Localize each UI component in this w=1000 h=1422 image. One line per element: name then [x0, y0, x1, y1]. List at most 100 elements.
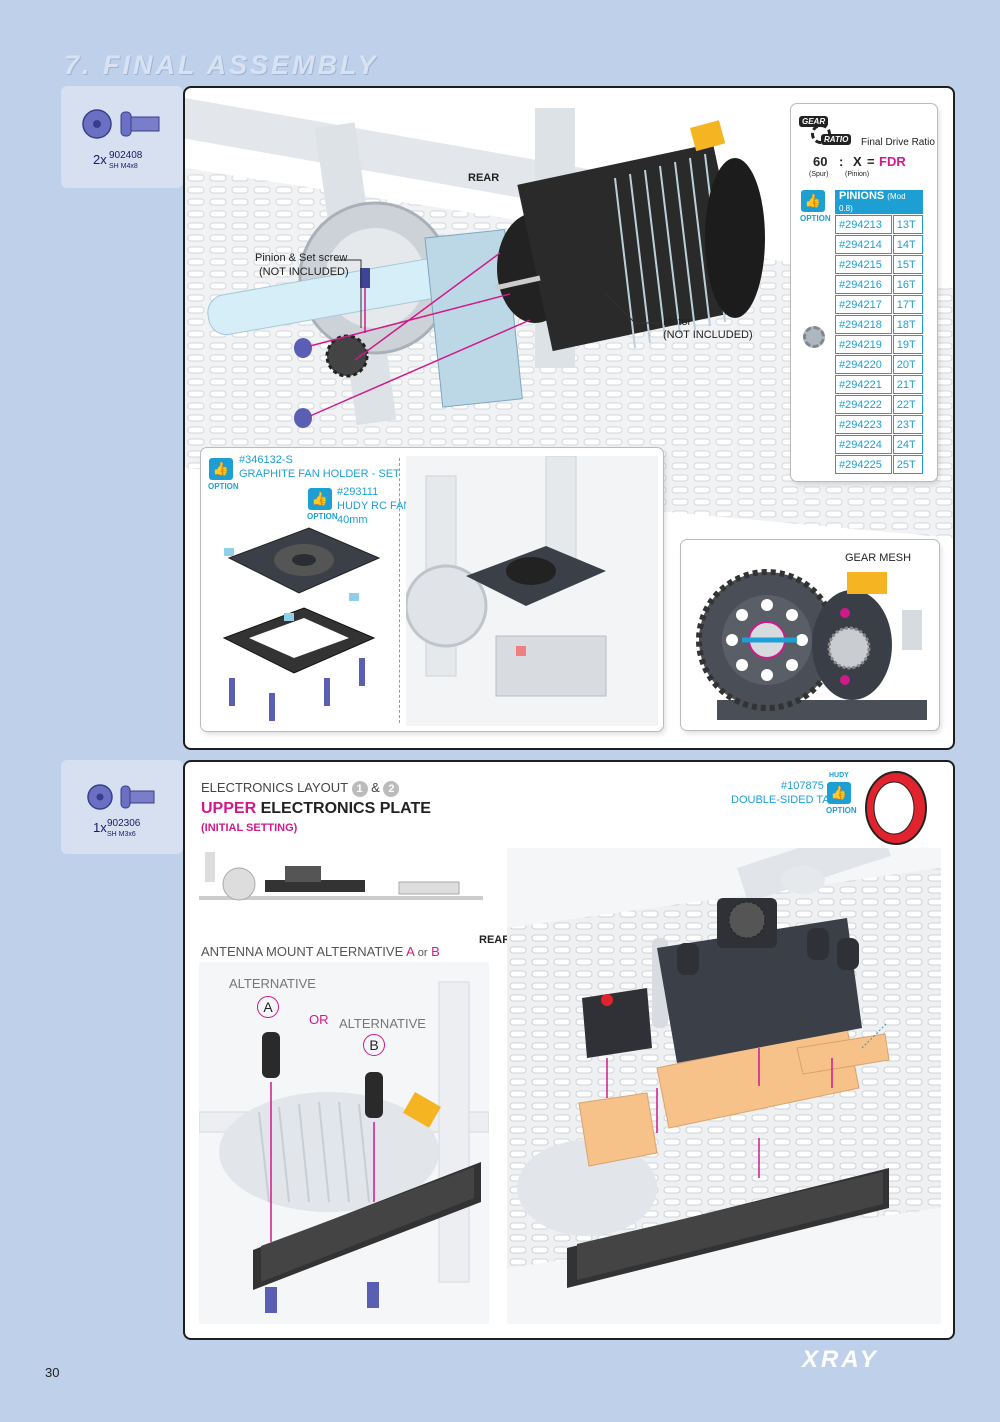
- spur-value: 60: [813, 154, 828, 169]
- pinions-mod-text: (Mod 0.8): [839, 192, 906, 213]
- pinion-code: #294213: [834, 214, 893, 235]
- pinion-label-1: Pinion & Set screw: [255, 252, 348, 264]
- pinion-code: #294224: [834, 434, 893, 455]
- electronics-plate-illustration: [507, 848, 941, 1324]
- brand-logo: XRAY: [802, 1346, 879, 1373]
- fan-divider: [399, 458, 400, 723]
- pinion-gear-icon: [803, 326, 825, 348]
- alt-a-inline: A: [406, 944, 415, 959]
- motor-label-2: (NOT INCLUDED): [663, 329, 753, 341]
- electronics-layout-title: ELECTRONICS LAYOUT 1 & 2: [201, 780, 400, 797]
- gear-mesh-label: GEAR MESH: [845, 552, 912, 564]
- page-number: 30: [45, 1365, 60, 1380]
- upper-plate-title: UPPER ELECTRONICS PLATE: [201, 800, 431, 818]
- pinion-code: #294217: [834, 294, 893, 315]
- fan-mounted-illustration: [406, 456, 658, 726]
- screw-qty: 1x: [93, 820, 107, 835]
- option-label: OPTION: [826, 806, 857, 815]
- pinion-code: #294222: [834, 394, 893, 415]
- fdr-text: FDR: [879, 154, 906, 169]
- plate-word: ELECTRONICS PLATE: [260, 800, 431, 817]
- rear-label: REAR: [479, 934, 511, 946]
- step1-panel: REAR Pinion & Set screw (NOT INCLUDED) M…: [183, 86, 955, 750]
- pinion-code: #294219: [834, 334, 893, 355]
- pinion-teeth: 16T: [891, 274, 925, 295]
- gear-badge-text: GEAR: [799, 116, 829, 127]
- pinion-teeth: 22T: [891, 394, 925, 415]
- alternative-b-label: ALTERNATIVE: [339, 1016, 426, 1031]
- pinion-code: #294225: [834, 454, 893, 475]
- pinions-header-row: PINIONS (Mod 0.8): [834, 189, 924, 215]
- tape-code: #107875: [781, 780, 824, 792]
- alt-b-circle: B: [363, 1034, 385, 1056]
- tape-name: DOUBLE-SIDED TAPE: [731, 794, 845, 806]
- chassis-illustration: [185, 98, 953, 538]
- pinion-teeth: 19T: [891, 334, 925, 355]
- screw-spec: SH M3x6: [107, 831, 136, 838]
- hudy-label: HUDY: [829, 772, 849, 779]
- pinion-teeth: 21T: [891, 374, 925, 395]
- rear-label: REAR: [468, 172, 500, 184]
- option-thumb-icon: 👍: [308, 488, 332, 510]
- or-text: OR: [309, 1012, 329, 1027]
- gear-ratio-badge: GEAR RATIO: [799, 116, 855, 146]
- pinion-code: #294223: [834, 414, 893, 435]
- electronics-layout-text: ELECTRONICS LAYOUT: [201, 780, 348, 795]
- pinion-code: #294221: [834, 374, 893, 395]
- gear-mesh-illustration: [696, 569, 927, 720]
- antenna-mount-illustration: [199, 962, 489, 1324]
- pinion-teeth: 15T: [891, 254, 925, 275]
- layout-number-2: 2: [383, 781, 400, 797]
- fan-holder-code: #346132-S: [239, 454, 293, 466]
- side-view-illustration: [199, 852, 483, 901]
- final-drive-ratio-title: Final Drive Ratio: [861, 137, 935, 148]
- section-title: 7. FINAL ASSEMBLY: [64, 50, 379, 80]
- fan-code: #293111: [337, 486, 379, 498]
- layout-number-1: 1: [351, 781, 368, 797]
- layout-amp: &: [371, 780, 380, 795]
- pinion-teeth: 14T: [891, 234, 925, 255]
- option-label: OPTION: [800, 214, 831, 223]
- screw-qty: 2x: [93, 152, 107, 167]
- ratio-badge-text: RATIO: [821, 134, 852, 145]
- ratio-colon: :: [839, 154, 844, 169]
- fan-size: 40mm: [337, 514, 368, 526]
- option-thumb-icon: 👍: [801, 190, 825, 212]
- alt-a-circle: A: [257, 996, 279, 1018]
- alt-b-inline: B: [431, 944, 440, 959]
- screw-card-step1: 2x 902408 SH M4x8: [61, 86, 183, 188]
- alternative-a-label: ALTERNATIVE: [229, 976, 316, 991]
- motor-illustration: [494, 120, 765, 352]
- motor-label-1: Motor: [663, 316, 692, 328]
- screw-icon: [82, 109, 160, 139]
- antenna-title: ANTENNA MOUNT ALTERNATIVE A or B: [201, 944, 440, 959]
- pinion-sub: (Pinion): [845, 171, 870, 178]
- fan-exploded-illustration: [222, 527, 381, 721]
- initial-setting: (INITIAL SETTING): [201, 822, 298, 834]
- ratio-eq: =: [867, 154, 875, 169]
- antenna-title-text: ANTENNA MOUNT ALTERNATIVE: [201, 944, 404, 959]
- pinion-teeth: 20T: [891, 354, 925, 375]
- pinion-teeth: 13T: [891, 214, 925, 235]
- pinion-code: #294215: [834, 254, 893, 275]
- option-thumb-icon: 👍: [827, 782, 851, 804]
- pinion-code: #294220: [834, 354, 893, 375]
- fan-holder-name: GRAPHITE FAN HOLDER - SET: [239, 468, 400, 480]
- pinion-teeth: 23T: [891, 414, 925, 435]
- screw-code: 902408: [109, 150, 143, 161]
- pinions-header-text: PINIONS: [839, 190, 885, 202]
- fan-option-inset: 👍 OPTION #346132-S GRAPHITE FAN HOLDER -…: [201, 448, 663, 731]
- alt-or-inline: or: [417, 947, 428, 959]
- ratio-x: X: [853, 154, 862, 169]
